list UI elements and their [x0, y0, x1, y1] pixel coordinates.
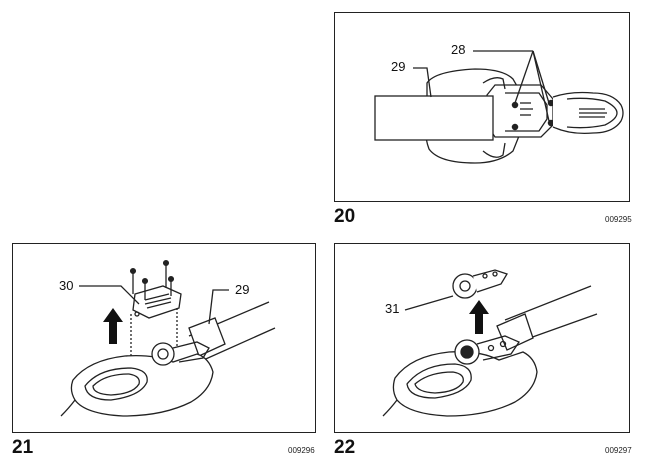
- callout-29: 29: [235, 282, 250, 297]
- figure-22-panel: 31: [334, 243, 630, 433]
- sheath: [496, 313, 534, 351]
- sheath: [188, 317, 226, 357]
- screw: [547, 119, 555, 127]
- handle-loop: [84, 367, 148, 401]
- figure-20-illustration: [374, 50, 624, 164]
- cover-plate: [132, 285, 182, 319]
- figure-21-illustration: [60, 259, 276, 417]
- figure-21-panel: 30 29: [12, 243, 316, 433]
- blade-sheath: [374, 95, 494, 141]
- removed-part: [452, 269, 508, 299]
- up-arrow: [103, 308, 123, 344]
- callout-31: 31: [385, 301, 400, 316]
- figure-20-number: 20: [334, 206, 356, 227]
- screws: [129, 259, 175, 300]
- figure-20-panel: 29 28: [334, 12, 630, 202]
- figure-22-illustration: [382, 269, 598, 417]
- callout-29: 29: [391, 59, 406, 74]
- figure-22-code: 009297: [605, 446, 632, 455]
- up-arrow: [469, 300, 489, 334]
- figure-22-number: 22: [334, 437, 356, 458]
- callout-30: 30: [59, 278, 74, 293]
- screw: [511, 123, 519, 131]
- screw: [511, 101, 519, 109]
- figure-20-code: 009295: [605, 215, 632, 224]
- callout-28: 28: [451, 42, 466, 57]
- cord: [60, 399, 76, 417]
- figure-21-code: 009296: [288, 446, 315, 455]
- screw: [547, 99, 555, 107]
- gear: [151, 342, 175, 366]
- figure-21-number: 21: [12, 437, 34, 458]
